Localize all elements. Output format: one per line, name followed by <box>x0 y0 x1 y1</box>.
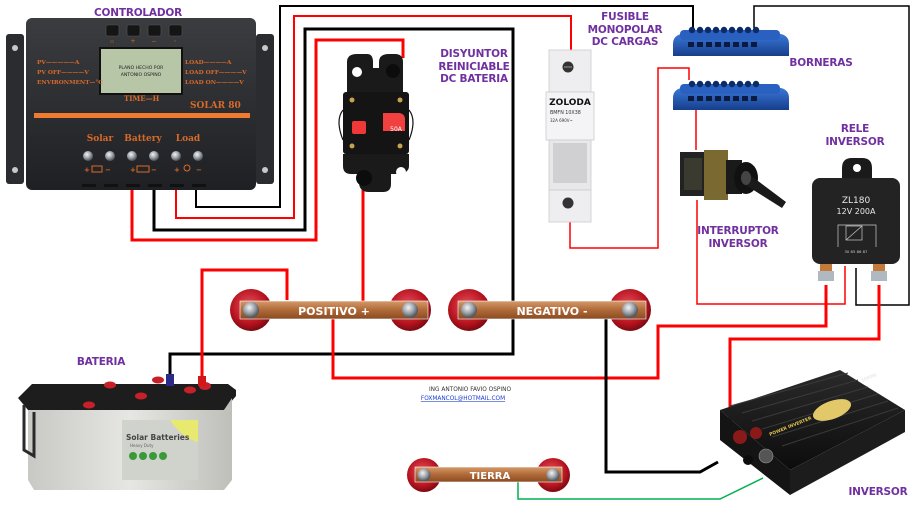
wire-bornera-to-relay-negative <box>753 5 910 306</box>
battery-subtitle: Heavy Duty <box>130 443 154 448</box>
label-line: INVERSOR <box>825 135 885 148</box>
positive-busbar-label: POSITIVO + <box>298 305 370 318</box>
wires <box>130 5 910 500</box>
controller-stripe <box>34 113 250 118</box>
wire-controller-load-negative <box>195 5 694 208</box>
relay-model: ZL180 <box>842 196 871 206</box>
button-mark: + <box>130 38 135 45</box>
negative-busbar: NEGATIVO - <box>448 289 651 331</box>
fuse-brand: ZOLODA <box>549 98 591 108</box>
label-interruptor: INTERRUPTOR INVERSOR <box>697 225 779 250</box>
svg-text:−: − <box>196 166 202 174</box>
wire-negative-bar-to-inverter <box>604 318 719 474</box>
relay-pins: 30 85 86 87 <box>845 249 869 254</box>
wire-relay-to-inverter <box>728 285 881 440</box>
relay: ZL180 12V 200A 30 85 86 87 <box>812 158 900 281</box>
label-fusible: FUSIBLE MONOPOLAR DC CARGAS <box>580 11 670 49</box>
wire-positive-bar-to-relay <box>331 285 828 380</box>
terminal-label-load: Load <box>176 134 201 144</box>
label-disyuntor: DISYUNTOR REINICIABLE DC BATERIA <box>430 48 518 86</box>
selector-switch <box>680 150 786 208</box>
lcd-line-2: ANTONIO OSPINO <box>121 72 162 78</box>
terminal-block-1 <box>673 26 789 56</box>
controller-terminals <box>83 151 203 161</box>
button-mark: − <box>151 38 156 45</box>
reading-load: LOAD————A <box>185 60 232 66</box>
controller-buttons: ▭ + − ◦ <box>105 24 183 45</box>
terminal-block-2 <box>673 80 789 110</box>
label-line: INTERRUPTOR <box>697 225 779 237</box>
controller-lcd <box>99 47 183 95</box>
fuse-model: BMFN 10X38 <box>550 110 581 116</box>
reading-environment: ENVIRONMENT—°C <box>37 80 103 86</box>
battery-brand: Solar Batteries <box>126 433 190 442</box>
button-mark: ▭ <box>110 39 115 45</box>
label-line: RELE <box>840 123 870 135</box>
wire-battery-positive <box>200 268 289 380</box>
wire-controller-battery-positive <box>130 38 405 242</box>
ground-busbar-label: TIERRA <box>470 471 511 482</box>
svg-text:+: + <box>84 166 90 174</box>
reading-time: TIME—H <box>124 94 160 103</box>
inverter: POWER INVERTER 1000W <box>720 370 905 495</box>
label-bateria: BATERIA <box>76 356 126 368</box>
reading-load-off: LOAD OFF————V <box>185 70 247 76</box>
wire-ground <box>517 477 764 500</box>
controller-model: SOLAR 80 <box>190 101 241 111</box>
terminal-label-solar: Solar <box>87 134 114 144</box>
label-line: DC CARGAS <box>591 36 659 48</box>
button-mark: ◦ <box>173 38 177 45</box>
label-borneras: BORNERAS <box>789 57 853 69</box>
wire-fuse-to-bornera <box>569 67 690 249</box>
positive-busbar: POSITIVO + <box>230 289 431 331</box>
breaker-rating: 50A <box>390 126 403 133</box>
label-line: FUSIBLE <box>601 11 649 23</box>
fuse-holder: ZOLODA BMFN 10X38 32A 690V~ <box>545 49 595 223</box>
terminal-label-battery: Battery <box>124 134 162 144</box>
svg-text:+: + <box>130 166 136 174</box>
label-rele: RELE INVERSOR <box>820 123 890 148</box>
label-line: DISYUNTOR <box>440 48 508 60</box>
svg-text:+: + <box>174 166 180 174</box>
svg-text:−: − <box>151 166 157 174</box>
negative-busbar-label: NEGATIVO - <box>516 305 587 318</box>
svg-text:−: − <box>105 166 111 174</box>
battery: Solar Batteries Heavy Duty <box>18 374 236 490</box>
circuit-breaker: 50A <box>338 54 414 192</box>
charge-controller: ▭ + − ◦ PLANO HECHO POR ANTONIO OSPINO P… <box>6 18 274 190</box>
label-line: REINICIABLE <box>438 60 510 73</box>
inverter-rating: 1000W <box>861 372 879 384</box>
relay-spec: 12V 200A <box>837 207 876 216</box>
reading-pv-off: PV OFF————V <box>37 70 89 76</box>
wire-controller-load-positive <box>175 15 572 219</box>
lcd-line-1: PLANO HECHO POR <box>119 65 165 71</box>
author-credit: ING ANTONIO FAVIO OSPINO <box>429 387 511 393</box>
fuse-spec: 32A 690V~ <box>550 118 573 123</box>
label-inversor: INVERSOR <box>848 486 908 498</box>
label-controlador: CONTROLADOR <box>94 7 182 19</box>
reading-load-on: LOAD ON————V <box>185 80 244 86</box>
wire-switch-to-relay <box>696 200 846 305</box>
label-line: DC BATERIA <box>440 73 508 85</box>
wire-controller-battery-negative <box>152 27 515 380</box>
label-line: INVERSOR <box>708 237 768 250</box>
ground-busbar: TIERRA <box>407 458 570 492</box>
reading-pv: PV—————A <box>37 60 80 66</box>
author-email-link[interactable]: FOXMANCOL@HOTMAIL.COM <box>421 396 505 402</box>
label-line: MONOPOLAR <box>587 23 663 36</box>
